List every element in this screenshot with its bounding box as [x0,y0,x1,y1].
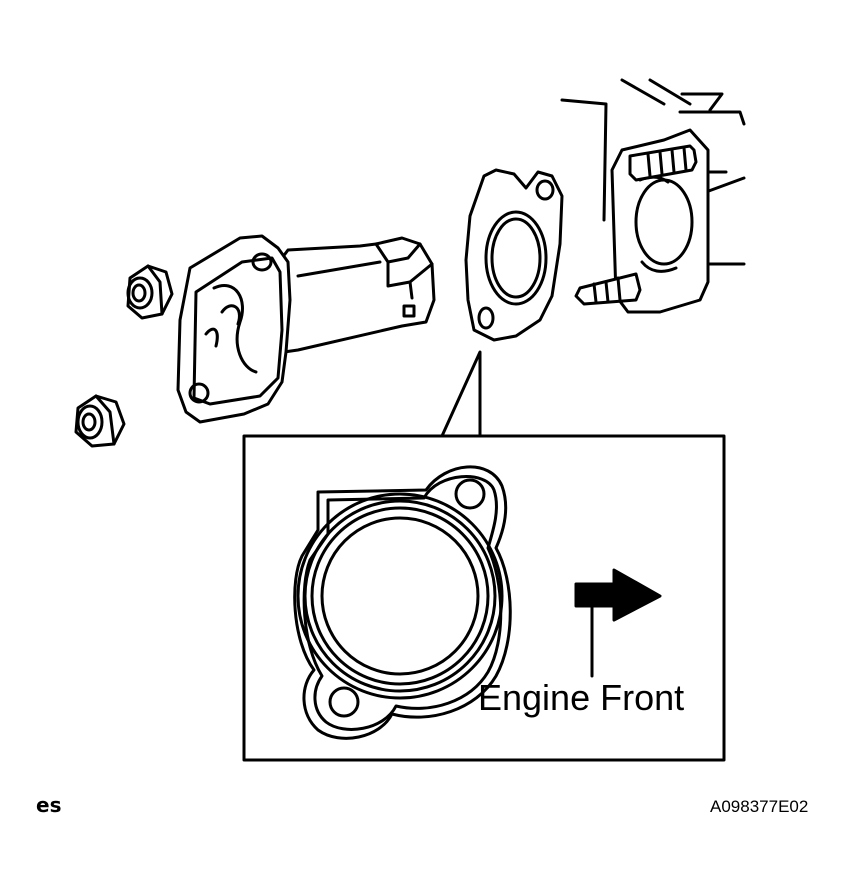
actuator-housing [176,234,436,424]
callout-leader [440,350,482,438]
figure-code-label: A098377E02 [710,797,808,816]
gasket-exploded [464,168,564,342]
corner-mark: es [36,793,61,817]
gasket-detail [293,465,512,740]
engine-front-label: Engine Front [478,677,684,718]
mounting-base [560,78,746,314]
nut-upper [126,264,174,320]
nut-lower [74,394,126,448]
engine-front-arrow [574,568,662,678]
